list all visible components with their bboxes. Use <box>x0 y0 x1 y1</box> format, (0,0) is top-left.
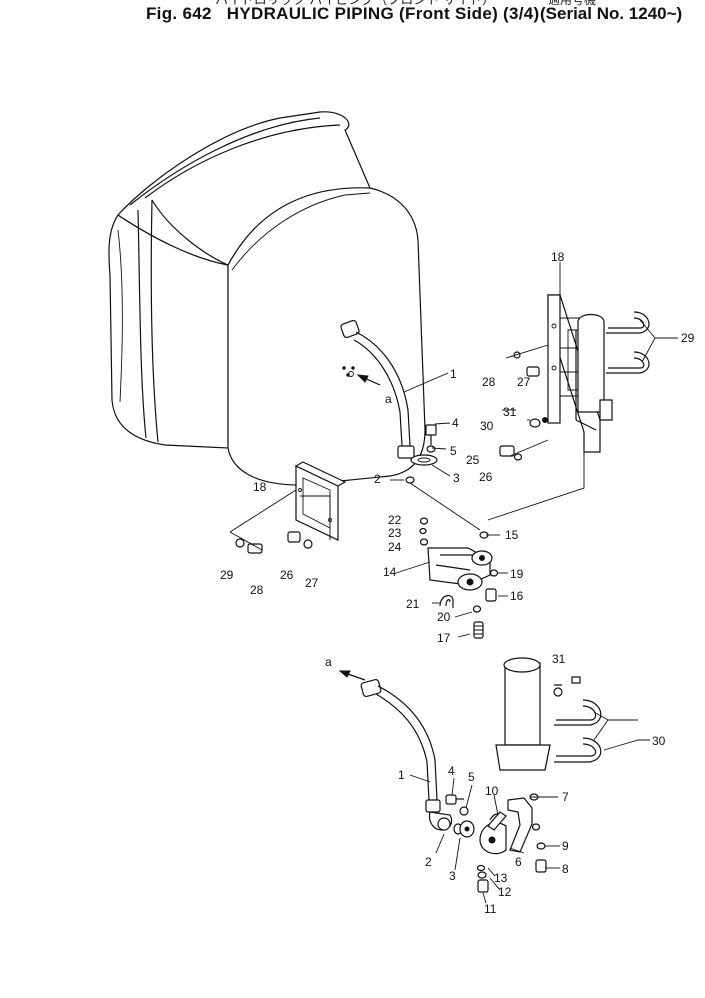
callout-27: 27 <box>517 375 531 389</box>
u-bolt-upper-pair <box>606 311 650 374</box>
center-fitting-stack <box>405 424 499 639</box>
callout-29-lower: 30 <box>652 734 666 748</box>
callout-25: 25 <box>466 453 480 467</box>
callout-8: 8 <box>562 862 569 876</box>
callout-1-lower: 1 <box>398 768 405 782</box>
arrow-a-label: a <box>385 392 392 406</box>
upper-hose-assembly <box>340 319 438 466</box>
callout-11: 11 <box>484 902 497 916</box>
figure-header: ハイドロリック パイピング（フロント サイド） 適用号機 Fig. 642 HY… <box>0 0 705 40</box>
callout-19: 21 <box>406 597 420 611</box>
callout-26: 26 <box>479 470 493 484</box>
tank-bracket <box>547 294 613 453</box>
callout-30: 30 <box>480 419 494 433</box>
callout-25-left: 26 <box>280 568 294 582</box>
callout-20: 22 <box>388 513 402 527</box>
arrow-a-lower-label: a <box>325 655 332 669</box>
port-mark <box>348 371 354 377</box>
callout-31: 31 <box>503 405 517 419</box>
callout-6: 6 <box>515 855 522 869</box>
hydraulic-tank <box>108 111 426 486</box>
callout-26-left: 27 <box>305 576 319 590</box>
u-bolt-lower-pair <box>554 699 602 763</box>
flange-plate-fasteners <box>235 531 313 554</box>
callout-18-lower: 20 <box>437 610 451 624</box>
callout-28: 28 <box>482 375 496 389</box>
lower-hose-assembly <box>360 678 475 838</box>
callout-27-left: 28 <box>250 583 264 597</box>
arrow-a-lower <box>338 670 366 681</box>
callout-14: 14 <box>383 565 397 579</box>
callout-23: 18 <box>551 250 565 264</box>
callout-15: 15 <box>505 528 519 542</box>
callout-4: 4 <box>452 416 459 430</box>
header-japanese-title: ハイドロリック パイピング（フロント サイド） <box>215 0 495 8</box>
callout-21: 23 <box>388 526 402 540</box>
bracket-fasteners <box>499 351 548 461</box>
callout-4-lower: 4 <box>448 764 455 778</box>
callout-3-lower: 3 <box>449 869 456 883</box>
port-mark-dot <box>342 366 346 370</box>
callout-3: 3 <box>453 471 460 485</box>
callout-10: 10 <box>485 784 499 798</box>
callout-28-left: 29 <box>220 568 234 582</box>
lower-tube <box>495 657 551 771</box>
callout-2: 2 <box>374 472 381 486</box>
callout-9: 9 <box>562 839 569 853</box>
callout-16: 16 <box>510 589 524 603</box>
header-japanese-serial: 適用号機 <box>548 0 597 7</box>
callout-18: 19 <box>510 567 524 581</box>
callout-5: 5 <box>450 444 457 458</box>
callout-5-lower: 5 <box>468 770 475 784</box>
callout-22: 24 <box>388 540 402 554</box>
lower-tube-fasteners <box>553 676 581 697</box>
callout-12: 12 <box>498 885 512 899</box>
figure-title-text: HYDRAULIC PIPING (Front Side) (3/4) <box>226 4 540 23</box>
callout-13: 13 <box>494 871 508 885</box>
arrow-a-upper <box>356 374 381 386</box>
figure-title: Fig. 642 HYDRAULIC PIPING (Front Side) (… <box>146 4 540 24</box>
callout-labels: 18 29 1 a 28 27 31 30 4 5 25 3 2 26 18 2… <box>220 250 695 916</box>
lower-elbow-assembly <box>476 793 547 893</box>
port-mark-dot <box>351 366 355 370</box>
figure-number: Fig. 642 <box>146 4 212 23</box>
callout-17: 17 <box>437 631 451 645</box>
callout-7: 7 <box>562 790 569 804</box>
callout-2-lower: 2 <box>425 855 432 869</box>
leader-lines <box>229 262 678 904</box>
callout-30-lower: 31 <box>552 652 566 666</box>
flange-plate <box>294 461 347 541</box>
callout-29: 29 <box>681 331 695 345</box>
callout-1: 1 <box>450 367 457 381</box>
serial-range: (Serial No. 1240~) <box>540 4 683 23</box>
callout-24: 18 <box>253 480 267 494</box>
